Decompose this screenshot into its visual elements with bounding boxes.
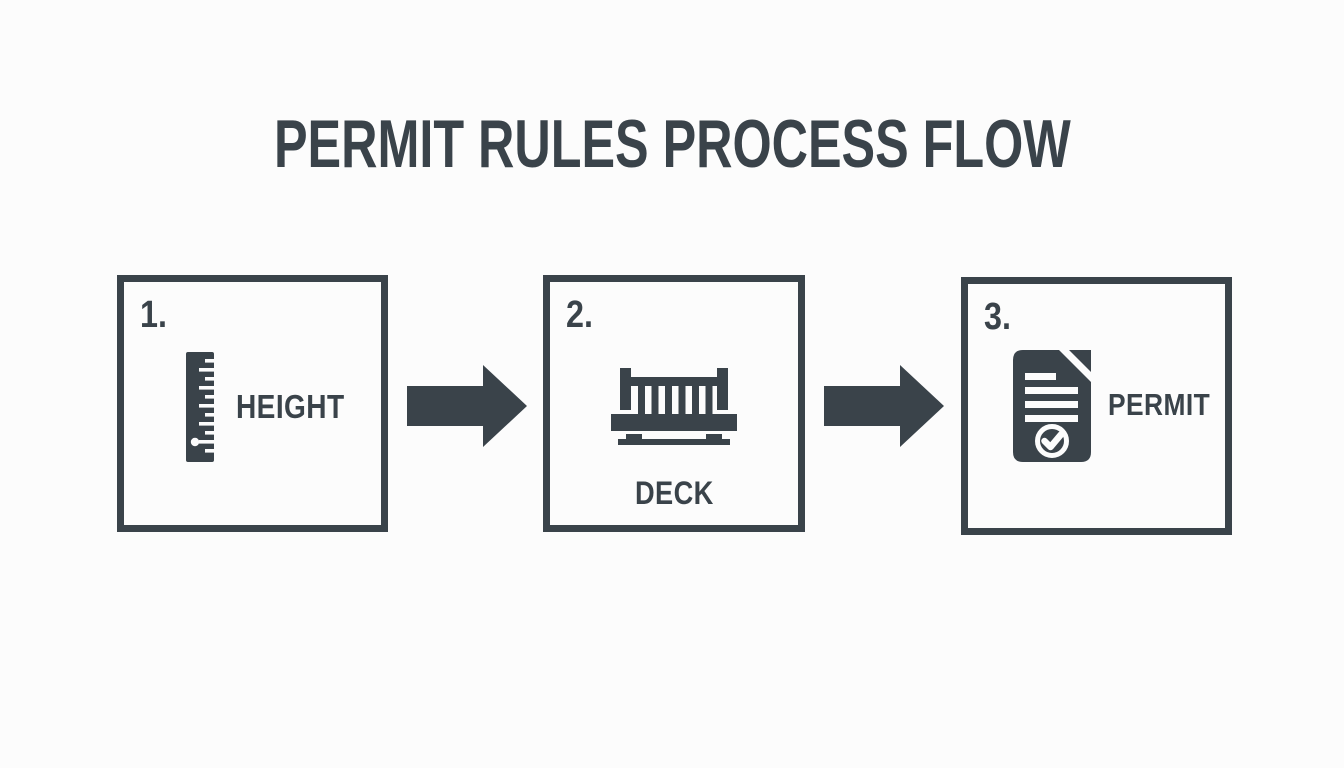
step-box-permit: 3. PERMIT [961,277,1232,535]
step-label: PERMIT [1108,387,1211,422]
step-number: 2. [566,294,593,336]
arrow-right-icon [407,365,527,447]
step-number: 1. [140,294,167,336]
step-number: 3. [984,296,1011,338]
ruler-icon [186,352,214,462]
permit-document-icon [1013,350,1091,462]
step-box-height: 1. HEIGHT [117,275,388,532]
step-box-deck: 2. DECK [543,275,805,532]
step-label: DECK [634,475,714,511]
deck-icon [611,368,737,445]
diagram-title-text: PERMIT RULES PROCESS FLOW [273,106,1071,182]
diagram-title: PERMIT RULES PROCESS FLOW [0,110,1344,178]
arrow-right-icon [824,365,944,447]
step-label: HEIGHT [236,388,345,425]
